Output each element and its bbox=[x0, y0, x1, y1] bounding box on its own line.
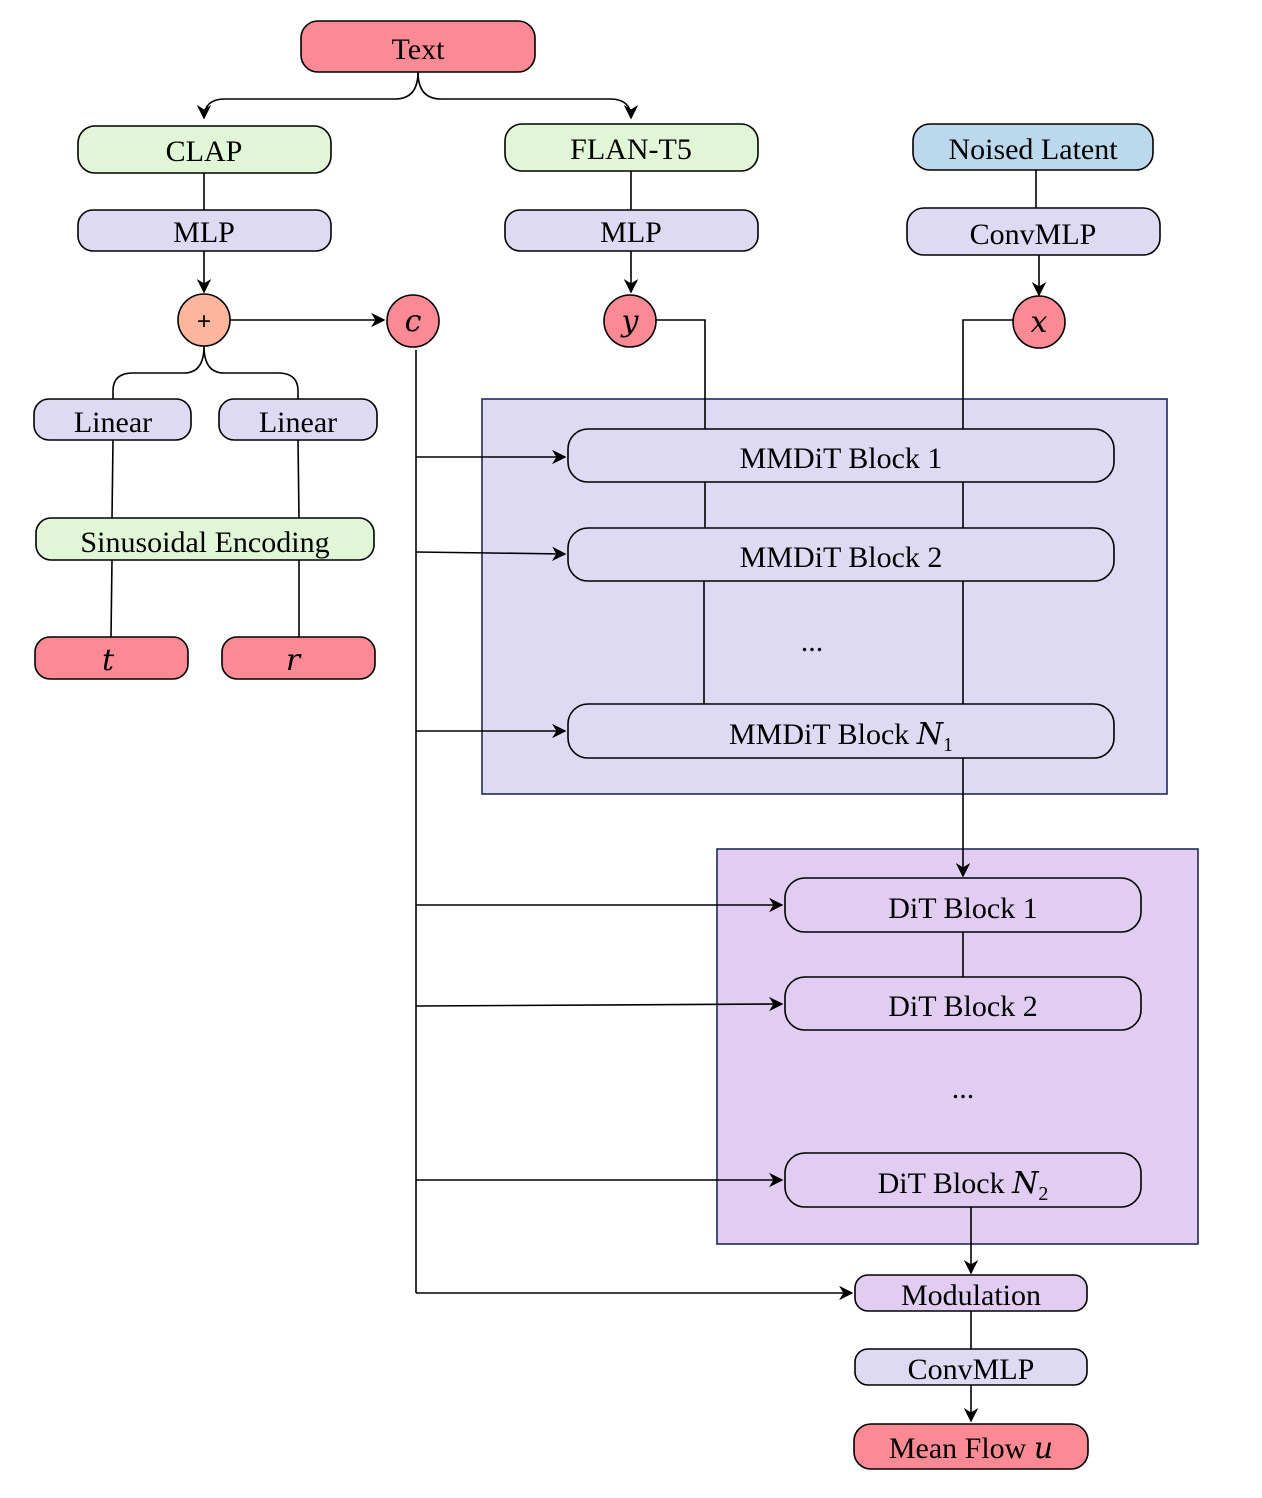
edge-linear-r-to-sin bbox=[297, 439, 300, 519]
edge-text-to-clap bbox=[196, 71, 419, 120]
modulation-node-label: Modulation bbox=[901, 1279, 1041, 1312]
noised-latent-node bbox=[912, 123, 1154, 171]
edge-y-to-mmdit bbox=[656, 319, 706, 429]
edge-c-to-mmdit2 bbox=[415, 546, 567, 562]
c-node bbox=[386, 294, 440, 348]
conv-mlp-in-node bbox=[906, 207, 1161, 256]
y-node bbox=[603, 294, 657, 348]
plus-node-label: + bbox=[197, 308, 211, 335]
mmdit-block-2 bbox=[567, 527, 1115, 582]
mmdit-block-n1-var: N bbox=[916, 717, 945, 752]
linear-r-node bbox=[218, 398, 378, 441]
mlp-flan-node-label: MLP bbox=[600, 216, 662, 249]
noised-latent-node-label: Noised Latent bbox=[948, 133, 1118, 166]
t-node bbox=[34, 636, 189, 680]
text-node-label: Text bbox=[392, 33, 446, 66]
mean-flow-var: u bbox=[1034, 1431, 1053, 1466]
dit-block-2-label: DiT Block 2 bbox=[888, 990, 1037, 1023]
edge-linears-to-plus bbox=[112, 345, 299, 399]
linear-r-node-label: Linear bbox=[259, 406, 337, 439]
edge-sin-to-t bbox=[110, 559, 113, 638]
mean-flow-node bbox=[853, 1423, 1089, 1470]
mlp-clap-node bbox=[77, 209, 332, 252]
conv-mlp-in-node-label: ConvMLP bbox=[970, 218, 1097, 251]
r-node-label: r bbox=[286, 643, 302, 678]
edge-text-to-flan bbox=[417, 71, 639, 120]
dit-block-n2-label: DiT Block N2 bbox=[878, 1166, 1049, 1205]
sinusoidal-node-label: Sinusoidal Encoding bbox=[80, 526, 329, 559]
mmdit-block-n1-prefix: MMDiT Block bbox=[729, 718, 917, 751]
clap-node bbox=[77, 125, 332, 174]
mmdit-block-n1-sub: 1 bbox=[943, 734, 953, 756]
conv-mlp-out-node-label: ConvMLP bbox=[908, 1353, 1035, 1386]
plus-node bbox=[177, 293, 231, 347]
dit-block-n2-var: N bbox=[1011, 1166, 1040, 1201]
mean-flow-node-label: Mean Flow u bbox=[889, 1431, 1053, 1466]
c-node-label: c bbox=[405, 304, 422, 339]
y-node-label: y bbox=[620, 304, 640, 339]
edge-x-to-mmdit bbox=[962, 319, 1013, 429]
linear-t-node-label: Linear bbox=[74, 406, 152, 439]
linear-t-node bbox=[33, 398, 192, 441]
x-node-label: x bbox=[1031, 305, 1048, 340]
mmdit-block-n1 bbox=[567, 703, 1115, 759]
dit-block-2 bbox=[784, 976, 1142, 1031]
dit-ellipsis: ... bbox=[952, 1072, 975, 1105]
mean-flow-prefix: Mean Flow bbox=[889, 1432, 1034, 1465]
mmdit-ellipsis: ... bbox=[801, 625, 824, 658]
modulation-node bbox=[854, 1274, 1088, 1312]
clap-node-label: CLAP bbox=[166, 135, 243, 168]
x-node bbox=[1012, 295, 1066, 349]
text-node bbox=[300, 20, 536, 73]
dit-block-1 bbox=[784, 877, 1142, 933]
dit-block-1-label: DiT Block 1 bbox=[888, 892, 1037, 925]
r-node bbox=[221, 636, 376, 680]
edge-c-to-dit2 bbox=[415, 996, 784, 1012]
dit-block-n2 bbox=[784, 1152, 1142, 1208]
mmdit-block-n1-label: MMDiT Block N1 bbox=[729, 717, 953, 756]
mlp-flan-node bbox=[504, 209, 759, 252]
flan-t5-node bbox=[504, 123, 759, 172]
dit-block-n2-prefix: DiT Block bbox=[878, 1167, 1012, 1200]
mmdit-block-2-label: MMDiT Block 2 bbox=[740, 541, 943, 574]
sinusoidal-node bbox=[35, 517, 375, 561]
mmdit-block-1-label: MMDiT Block 1 bbox=[740, 442, 943, 475]
mmdit-block-1 bbox=[567, 428, 1115, 483]
edge-linear-t-to-sin bbox=[111, 439, 114, 519]
flan-t5-node-label: FLAN-T5 bbox=[570, 133, 692, 166]
t-node-label: t bbox=[102, 643, 115, 678]
mlp-clap-node-label: MLP bbox=[173, 216, 235, 249]
conv-mlp-out-node bbox=[854, 1348, 1088, 1386]
dit-block-n2-sub: 2 bbox=[1038, 1183, 1048, 1205]
